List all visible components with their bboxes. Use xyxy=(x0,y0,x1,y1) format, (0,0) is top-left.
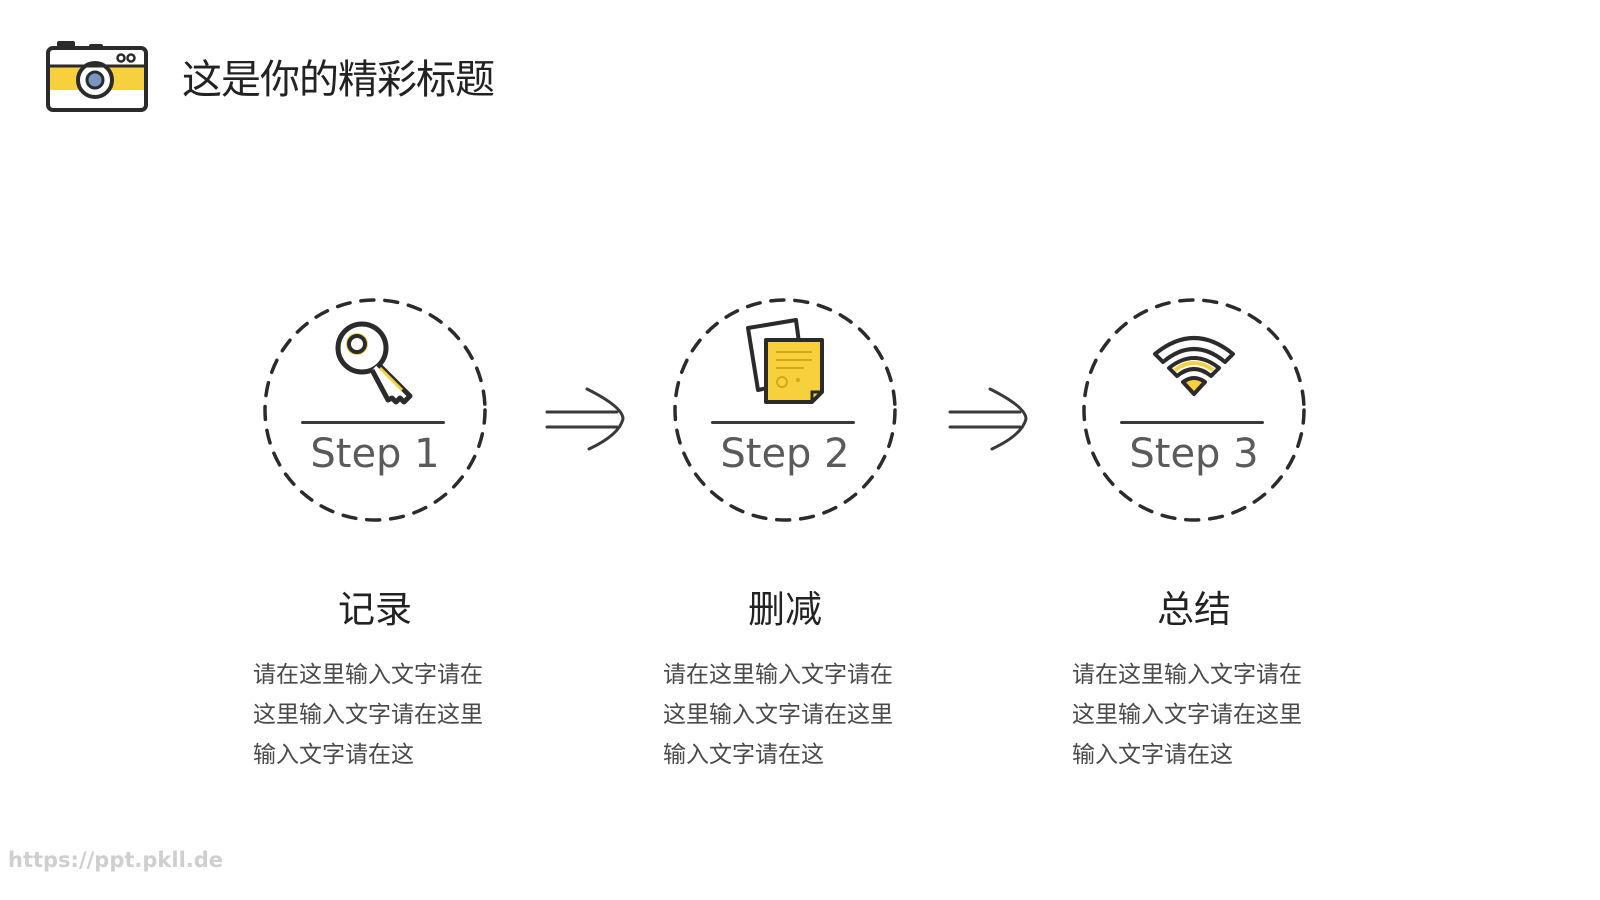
step-heading: 记录 xyxy=(338,588,412,631)
step-divider xyxy=(301,421,445,424)
page-title: 这是你的精彩标题 xyxy=(182,57,495,103)
arrow-right-icon xyxy=(545,387,625,451)
header: 这是你的精彩标题 xyxy=(45,38,495,114)
step-description: 请在这里输入文字请在这里输入文字请在这里输入文字请在这 xyxy=(663,662,893,768)
dashed-circle-icon xyxy=(1082,298,1306,522)
step-heading: 删减 xyxy=(748,588,822,631)
step-circle: Step 3 xyxy=(1080,296,1308,524)
step-circle: Step 2 xyxy=(671,296,899,524)
step-3: Step 3 总结 请在这里输入文字请在这里输入文字请在这里输入文字请在这 xyxy=(1064,296,1324,775)
wifi-icon xyxy=(1153,336,1235,396)
step-label: Step 2 xyxy=(720,431,850,477)
step-label: Step 3 xyxy=(1129,431,1259,477)
step-label: Step 1 xyxy=(310,431,440,477)
step-divider xyxy=(711,421,855,424)
camera-icon xyxy=(46,41,148,112)
watermark-url: https://ppt.pkll.de xyxy=(8,848,224,872)
notes-icon xyxy=(746,318,824,404)
step-description: 请在这里输入文字请在这里输入文字请在这里输入文字请在这 xyxy=(253,662,483,768)
step-divider xyxy=(1120,421,1264,424)
key-icon xyxy=(335,321,413,405)
arrow-right-icon xyxy=(948,387,1028,451)
step-2: Step 2 删减 请在这里输入文字请在这里输入文字请在这里输入文字请在这 xyxy=(655,296,915,775)
step-heading: 总结 xyxy=(1157,588,1231,631)
dashed-circle-icon xyxy=(673,298,897,522)
step-1: Step 1 记录 请在这里输入文字请在这里输入文字请在这里输入文字请在这 xyxy=(245,296,505,775)
step-description: 请在这里输入文字请在这里输入文字请在这里输入文字请在这 xyxy=(1072,662,1302,768)
dashed-circle-icon xyxy=(263,298,487,522)
step-circle: Step 1 xyxy=(261,296,489,524)
